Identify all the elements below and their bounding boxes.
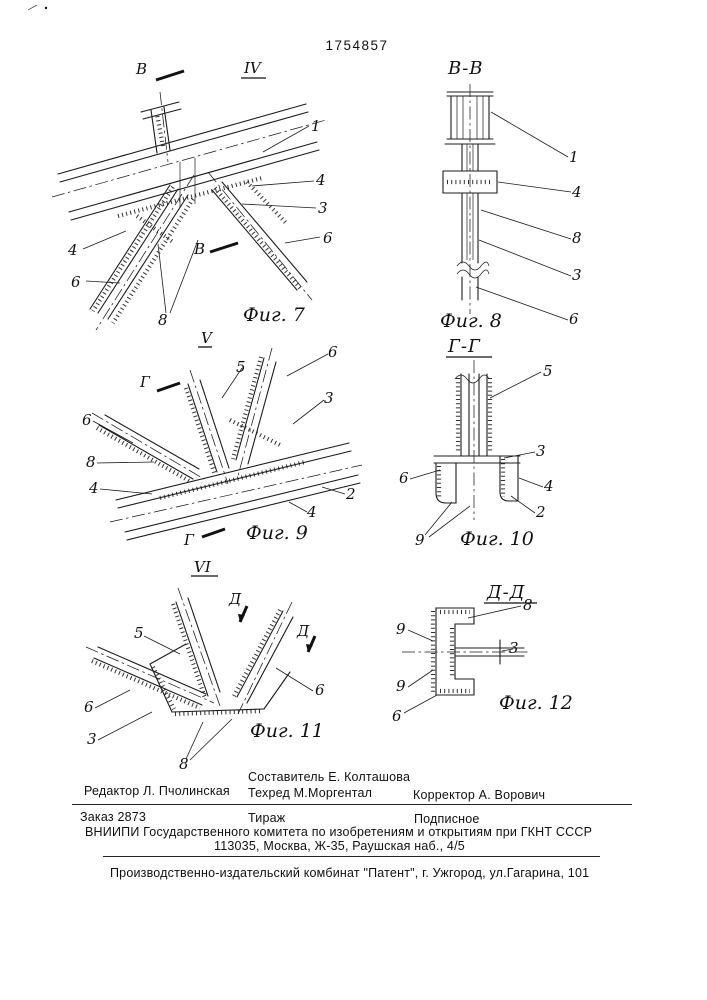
fig9-caption: Фиг. 9 [246,522,308,544]
imprint-techred: Техред М.Моргентал [248,786,373,800]
imprint-publisher: Производственно-издательский комбинат "П… [110,866,590,880]
fig8-section-title: В-В [447,58,484,79]
fig10-section-title: Г-Г [447,336,481,357]
fig9-cut-letter-bottom: Г [183,531,195,549]
fig11-callout-3: 3 [87,730,97,748]
imprint-editor: Редактор Л. Пчолинская [84,784,230,798]
fig11-cut-letter-b: Д [296,622,310,640]
fig12-callout-8: 8 [523,596,533,614]
fig9-view-roman: V [201,329,214,347]
fig7-callout-1: 1 [311,117,321,135]
imprint-subscription: Подписное [414,812,480,826]
fig8-callout-4: 4 [571,183,582,201]
fig8-caption: Фиг. 8 [440,310,502,332]
fig12-caption: Фиг. 12 [499,692,573,714]
fig7-callout-6l: 6 [71,273,81,291]
fig11-callout-6l: 6 [84,698,94,716]
fig12-callout-9a: 9 [396,620,406,638]
fig7-cut-letter-bottom: В [193,240,205,258]
fig7-callout-3: 3 [318,199,328,217]
fig10-callout-9: 9 [415,531,425,549]
fig8-callout-1: 1 [569,148,579,166]
imprint-divider-top [72,804,632,805]
fig9-callout-4l: 4 [88,479,99,497]
fig12-callout-9b: 9 [396,677,406,695]
imprint-divider-bottom [103,856,600,857]
fig10-callout-6: 6 [399,469,409,487]
patent-number: 1754857 [325,38,388,53]
fig8-callout-6: 6 [569,310,579,328]
fig11-callout-6r: 6 [315,681,325,699]
fig12-callout-3: 3 [509,639,519,657]
fig10-caption: Фиг. 10 [460,528,534,550]
fig7-callout-6r: 6 [323,229,333,247]
imprint-tirage: Тираж [248,811,286,825]
fig8-callout-3: 3 [572,266,582,284]
fig10-callout-3: 3 [536,442,546,460]
fig8-callout-8: 8 [572,229,582,247]
fig10-linework [409,356,544,538]
fig9-callout-4r: 4 [306,503,317,521]
fig11-callout-5: 5 [134,624,144,642]
fig9-callout-8: 8 [86,453,96,471]
fig11-caption: Фиг. 11 [250,720,324,742]
fig11-linework [85,575,317,761]
fig12-callout-6: 6 [392,707,402,725]
fig7-callout-8: 8 [158,311,168,329]
fig7-callout-4l: 4 [67,241,78,259]
fig12-section-title: Д-Д [486,582,525,603]
fig9-callout-6r: 6 [328,343,338,361]
fig12-linework [402,602,537,714]
imprint-corrector: Корректор А. Ворович [413,788,546,802]
imprint-address: 113035, Москва, Ж-35, Раушская наб., 4/5 [214,839,465,853]
fig9-callout-5: 5 [236,358,246,376]
fig7-linework [51,69,327,331]
fig7-caption: Фиг. 7 [243,304,306,326]
fig11-callout-8: 8 [179,755,189,773]
fig8-linework [442,84,572,321]
imprint-compiler: Составитель Е. Колташова [248,770,411,784]
imprint-committee: ВНИИПИ Государственного комитета по изоб… [85,825,593,839]
fig9-cut-letter-top: Г [139,373,151,391]
fig9-callout-2: 2 [345,485,356,503]
fig9-linework [91,346,363,541]
fig7-view-roman: IV [243,59,263,77]
fig10-callout-5: 5 [543,362,553,380]
fig9-callout-6l: 6 [82,411,92,429]
fig11-view-roman: VI [194,558,212,576]
imprint-order: Заказ 2873 [80,810,147,824]
fig11-cut-letter-a: Д [228,590,242,608]
fig9-callout-3: 3 [324,389,334,407]
fig7-cut-letter-top: В [135,60,147,78]
fig10-callout-4: 4 [543,477,554,495]
scan-specks [27,4,48,11]
fig10-callout-2: 2 [535,503,546,521]
fig7-callout-4r: 4 [315,171,326,189]
